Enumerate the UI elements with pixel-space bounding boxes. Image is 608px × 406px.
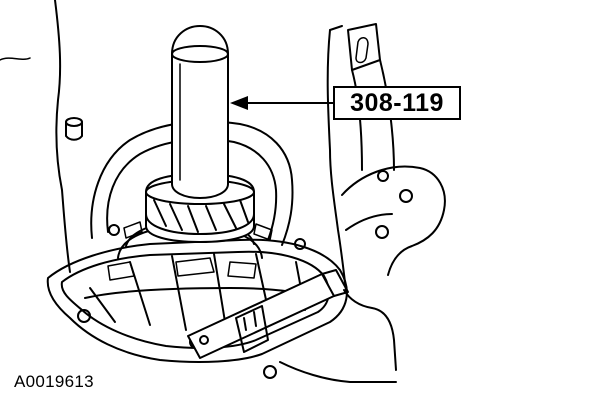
dowel-pin — [65, 117, 83, 141]
figure-id-label: A0019613 — [14, 372, 94, 391]
callout-leader — [230, 96, 334, 110]
retaining-bracket — [187, 269, 349, 359]
leader-arrowhead — [230, 96, 248, 110]
left-housing-edge — [0, 0, 71, 273]
tool-callout-label: 308-119 — [333, 86, 461, 120]
lower-right-housing — [263, 289, 397, 383]
tool-collar — [145, 173, 255, 243]
right-housing-edge — [326, 25, 347, 291]
side-flange — [341, 165, 446, 276]
tool-shaft — [171, 25, 229, 199]
